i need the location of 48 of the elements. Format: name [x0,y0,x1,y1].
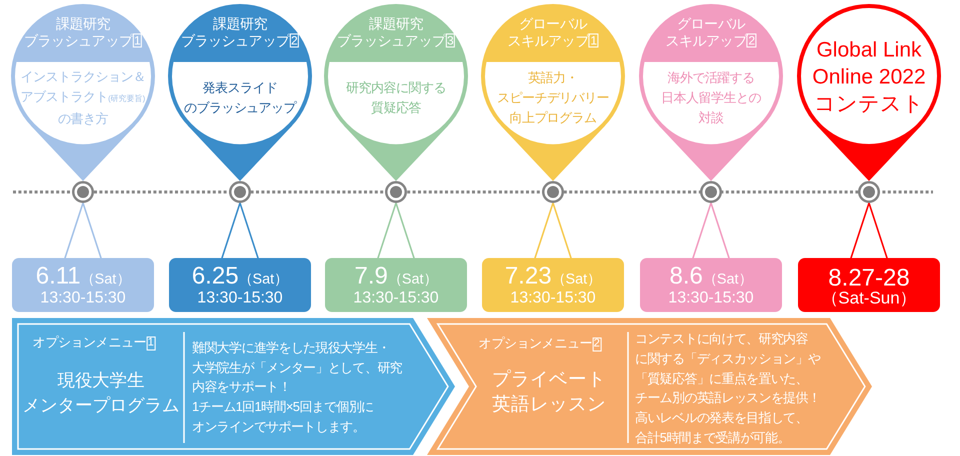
day-text: （Sat-Sun） [821,288,917,308]
menu-label: オプションメニュー2 [478,334,602,352]
pointer-line [534,202,572,259]
body-text: 難関大学に進学をした現役大学生・大学院生が「メンター」として、研究内容をサポート！ [192,339,402,396]
date-box [798,258,940,312]
ring-dot-icon [385,181,407,203]
date-box [482,258,624,312]
panel-title: プライベート英語レッスン [492,367,606,416]
date-text: 8.27-28 [828,264,910,292]
body-text: 高いレベルの発表を目指して、合計5時間まで受講が可能。 [635,409,808,447]
date-text: 6.25（Sat） [192,262,288,291]
body-text: 海外で活躍する日本人留学生との対談 [661,69,761,127]
time-text: 13:30-15:30 [510,288,596,308]
date-text: 6.11（Sat） [36,262,130,291]
body-text: 発表スライドのブラッシュアップ [184,79,296,117]
pointer-line [692,202,730,259]
date-text: 7.23（Sat） [504,262,602,291]
date-box [169,258,311,312]
heading-text: 課題研究ブラッシュアップ3 [336,16,456,48]
date-text: 7.9（Sat） [354,262,438,291]
body-text: 研究内容に関する質疑応答 [346,79,446,117]
time-text: 13:30-15:30 [40,288,126,308]
date-box [325,258,467,312]
chevron-panel [12,318,455,455]
ring-dot-icon [542,181,564,203]
title-text: Global Link Online 2022 コンテスト [812,38,926,118]
heading-text: 課題研究ブラッシュアップ2 [180,16,300,48]
body-text: 1チーム1回1時間×5回まで個別にオンラインでサポートします。 [192,398,374,436]
body-text: 英語力・スピーチデリバリー向上プログラム [496,69,610,127]
ring-dot-icon [229,181,251,203]
pointer-line [850,202,888,259]
ring-dot-icon [858,181,880,203]
date-text: 8.6（Sat） [670,262,752,291]
date-box [640,258,782,312]
pointer-line [377,202,415,259]
heading-text: 課題研究ブラッシュアップ1 [24,16,142,48]
chevron-panel [427,318,872,455]
pointer-line [64,202,102,259]
ring-dot-icon [700,181,722,203]
date-box [12,258,154,312]
time-text: 13:30-15:30 [197,288,283,308]
time-text: 13:30-15:30 [353,288,439,308]
ring-dot-icon [72,181,94,203]
menu-label: オプションメニュー1 [32,334,156,350]
time-text: 13:30-15:30 [668,288,754,308]
panel-title: 現役大学生メンタープログラム [22,368,180,416]
body-text: コンテストに向けて、研究内容に関する「ディスカッション」や「質疑応答」に重点を置いた、チーム別の英語レッスンを提供！ [635,330,820,408]
pointer-line [221,202,259,259]
